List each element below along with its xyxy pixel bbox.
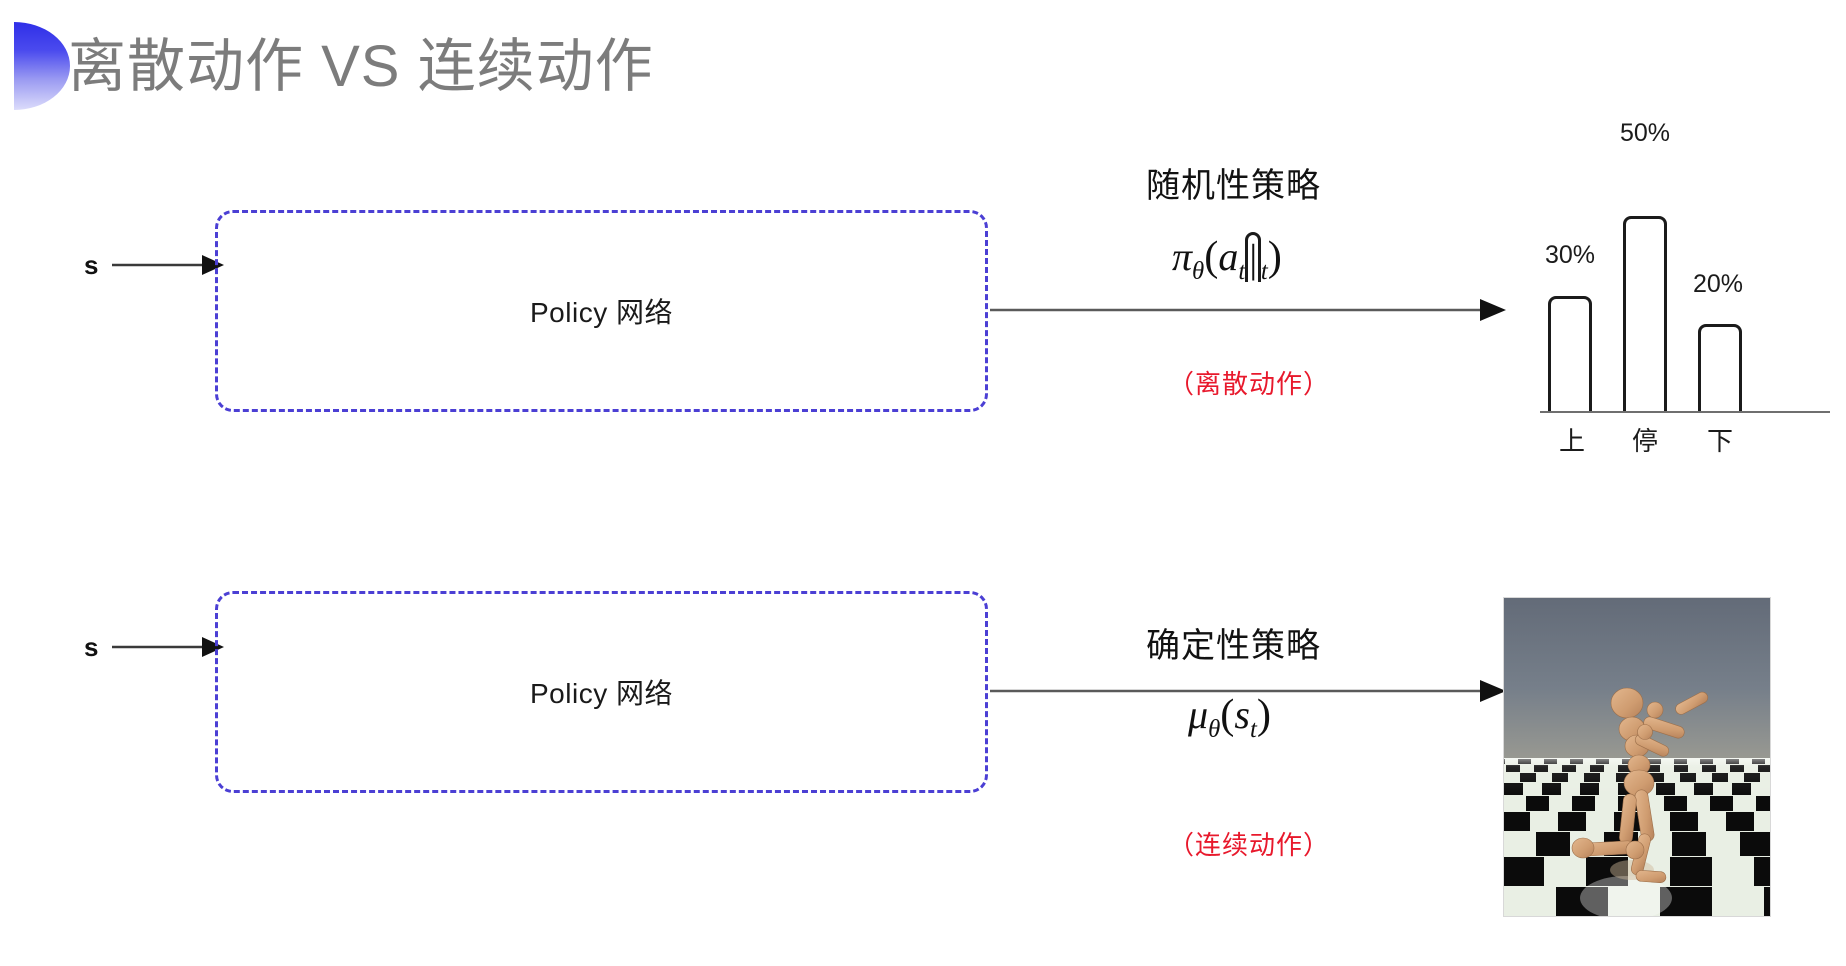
formula-arg2-sub-row1: t [1260,258,1268,285]
formula-arg1-sub-row2: t [1249,716,1257,743]
humanoid-simulation-render [1504,598,1770,916]
formula-head-sub-row2: θ [1208,716,1221,743]
formula-close-paren-row2: ) [1256,691,1271,738]
bar-value-0: 30% [1544,241,1596,269]
bar-2 [1698,324,1742,411]
action-type-row1: （离散动作） [1168,369,1331,399]
input-state-label-row1: s [84,250,99,280]
policy-kind-row2: 确定性策略 [1146,627,1321,665]
policy-formula-row1: πθ(at|st) [1172,232,1282,286]
formula-head-row1: π [1172,234,1193,279]
bar-value-1: 50% [1619,119,1671,147]
output-arrow-row1 [990,299,1506,321]
policy-kind-row1: 随机性策略 [1146,167,1321,205]
discrete-action-bar-chart: 30% 50% 20% 上 停 下 [1540,118,1830,456]
formula-open-paren-row1: ( [1204,233,1219,280]
input-arrow-row1 [112,255,224,275]
bar-category-1: 停 [1631,426,1658,456]
formula-head-sub-row1: θ [1192,258,1205,285]
policy-network-box-row2[interactable]: Policy 网络 [215,591,988,793]
formula-arg1-row2: s [1234,692,1250,737]
formula-arg1-sub-row1: t [1238,258,1246,285]
output-arrow-row2 [990,680,1506,702]
formula-arg1-row1: a [1218,234,1239,279]
bar-category-2: 下 [1706,426,1733,456]
half-circle-decoration-icon [14,22,70,110]
policy-network-label-row2: Policy 网络 [530,678,673,709]
formula-close-paren-row1: ) [1267,233,1282,280]
bar-1 [1623,216,1667,411]
formula-separator-row1: | [1245,232,1262,282]
policy-network-box-row1[interactable]: Policy 网络 [215,210,988,412]
bar-value-2: 20% [1692,270,1744,298]
bar-category-0: 上 [1558,426,1585,456]
input-state-label-row2: s [84,632,99,662]
formula-open-paren-row2: ( [1220,691,1235,738]
policy-formula-row2: μθ(st) [1188,690,1271,744]
formula-head-row2: μ [1188,692,1209,737]
humanoid-body [1571,687,1709,884]
humanoid-simulation-image [1503,597,1771,917]
input-arrow-row2 [112,637,224,657]
bar-0 [1548,296,1592,411]
action-type-row2: （连续动作） [1168,830,1331,860]
policy-network-label-row1: Policy 网络 [530,297,673,328]
chart-x-axis [1540,411,1830,413]
page-title: 离散动作 VS 连续动作 [68,34,654,99]
